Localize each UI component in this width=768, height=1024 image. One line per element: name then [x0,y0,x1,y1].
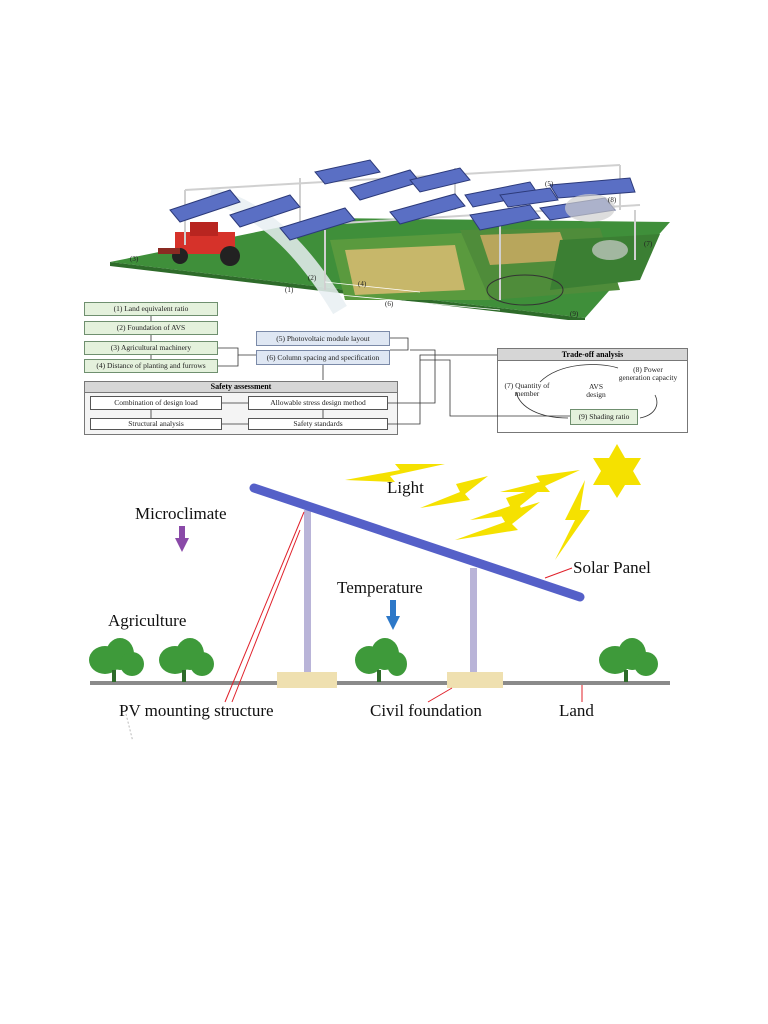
post-right [470,568,477,672]
label-light: Light [387,478,424,497]
label-2: (2) [308,274,317,282]
label-agriculture: Agriculture [108,611,187,630]
box-distance-planting: (4) Distance of planting and furrows [84,359,218,373]
tractor [158,222,240,266]
agrivoltaic-3d-illustration [110,159,670,320]
ground-line [90,681,670,685]
label-4: (4) [358,280,367,288]
crop-rows [330,228,660,300]
box-allowable-stress: Allowable stress design method [248,396,388,410]
box-structural-analysis: Structural analysis [90,418,222,430]
tradeoff-power-capacity: (8) Power generation capacity [618,365,678,382]
safety-assessment-title: Safety assessment [85,382,397,393]
box-safety-standards: Safety standards [248,418,388,430]
highlight-circle-9 [486,274,564,306]
label-1: (1) [285,286,294,294]
sun-icon [593,444,641,498]
label-6: (6) [385,300,394,308]
box-agricultural-machinery: (3) Agricultural machinery [84,341,218,355]
box-column-spacing: (6) Column spacing and specification [256,350,390,365]
label-temperature: Temperature [337,578,423,597]
label-solar-panel: Solar Panel [573,558,651,577]
box-land-equivalent-ratio: (1) Land equivalent ratio [84,302,218,316]
label-7: (7) [644,240,653,248]
label-5: (5) [545,180,554,188]
post-left [304,510,311,672]
temperature-arrow-icon [386,600,400,630]
label-8: (8) [608,196,617,204]
highlight-circle-8 [565,194,615,222]
dimension-lines [324,281,501,311]
box-combination-load: Combination of design load [90,396,222,410]
label-microclimate: Microclimate [135,504,227,523]
box-shading-ratio: (9) Shading ratio [570,409,638,425]
solar-panel-array [169,159,636,241]
label-land: Land [559,701,594,720]
leader-lines [224,511,583,703]
tradeoff-quantity-of-member: (7) Quantity of member [504,381,550,398]
label-9: (9) [570,310,579,318]
tradeoff-avs-design: AVS design [586,382,606,399]
label-3: (3) [130,255,139,263]
label-pv-mounting-structure: PV mounting structure [119,701,274,720]
tradeoff-analysis-title: Trade-off analysis [498,349,687,361]
microclimate-arrow-icon [175,526,189,552]
foundation-left [277,672,337,688]
highlight-circle-7 [592,240,628,260]
foundation-right [447,672,503,688]
flowchart-connectors [150,316,658,425]
box-pv-module-layout: (5) Photovoltaic module layout [256,331,390,346]
concept-diagram-graphics [89,444,670,740]
solar-panel [249,483,585,602]
box-foundation-avs: (2) Foundation of AVS [84,321,218,335]
label-civil-foundation: Civil foundation [370,701,482,720]
light-rays [345,464,590,560]
plant-icon [89,638,658,682]
